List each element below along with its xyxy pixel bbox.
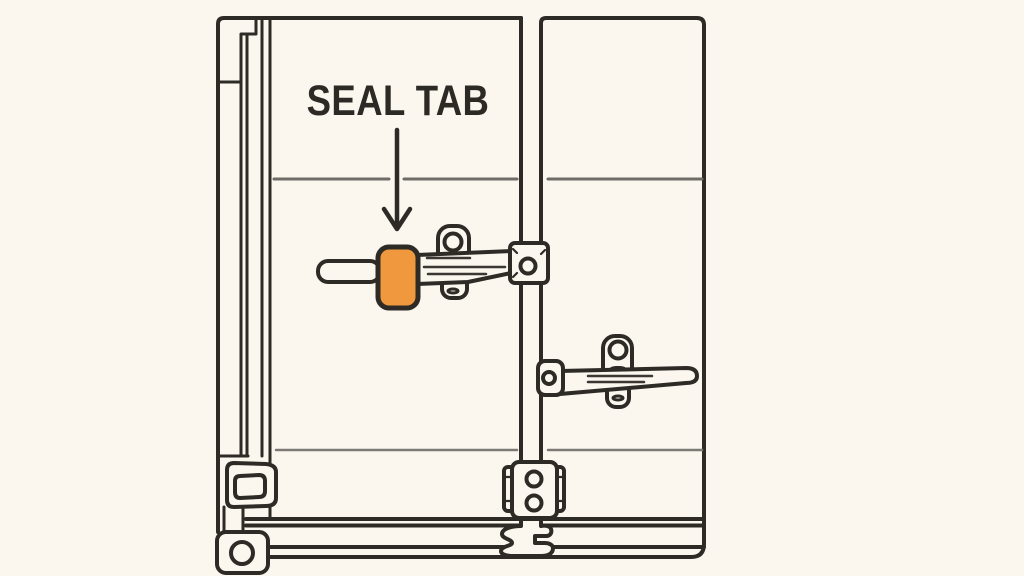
rod-hub-upper-hole xyxy=(518,256,538,276)
bracket-bolt-top xyxy=(524,469,544,489)
rod-hub-lower-hole xyxy=(541,370,557,386)
seal-tab-label: SEAL TAB xyxy=(306,77,490,125)
bracket-side-hatches xyxy=(504,475,564,503)
lower-handle-hash-marks xyxy=(586,374,654,384)
lower-keeper-rivet xyxy=(611,394,625,402)
handle-grip-end xyxy=(316,259,382,284)
arrow-down-icon xyxy=(381,127,413,232)
lower-keeper-hole xyxy=(607,339,629,361)
right-panel-outline xyxy=(266,16,706,559)
bracket-bolt-bottom xyxy=(524,493,544,513)
seal-tab-highlight xyxy=(375,244,421,311)
upper-keeper-hole xyxy=(442,231,464,253)
corner-casting-hole xyxy=(229,540,255,566)
door-seam-lines xyxy=(272,177,704,452)
handle-hash-marks xyxy=(422,256,507,276)
door-hinge-knuckle xyxy=(233,473,267,500)
bottom-rail-lines xyxy=(244,517,706,528)
left-edge-hardware xyxy=(215,461,278,575)
upper-handle-assembly xyxy=(316,224,550,311)
rod-cam-foot xyxy=(499,517,555,558)
lower-handle-assembly xyxy=(536,334,699,409)
rod-bottom-hardware xyxy=(499,460,566,558)
rod-hub-upper-ticks xyxy=(511,247,547,279)
upper-keeper-rivet xyxy=(446,287,460,295)
hinge-bar-lines xyxy=(216,16,272,533)
left-panel-outline xyxy=(216,16,523,534)
